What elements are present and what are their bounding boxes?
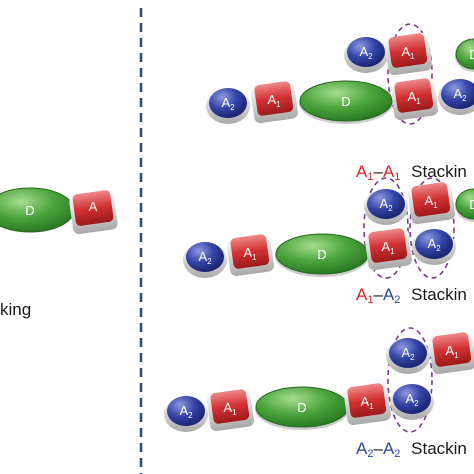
acceptor2-unit: A2 (164, 396, 208, 432)
acceptor2-unit: A2 (438, 79, 474, 115)
caption-a1a1-first: A (356, 162, 368, 181)
caption-a1a2-first: A (356, 285, 368, 304)
caption-a1a2-second-sub: 2 (394, 294, 401, 306)
caption-a1a1: A1–A1 Stackin (356, 162, 467, 183)
acceptor1-unit: A1 (390, 77, 438, 121)
caption-a1a2-first-sub: 1 (367, 294, 374, 306)
acceptor2-unit: A2 (183, 242, 227, 278)
acceptor1-unit: A1 (384, 32, 432, 76)
acceptor2-unit: A2 (206, 88, 250, 124)
stacking-ellipse-a2a2 (387, 327, 433, 433)
caption-a2a2-first-sub: 2 (367, 448, 374, 460)
donor-label: D (25, 203, 34, 218)
donor-unit: D (275, 233, 369, 277)
donor-unit: D (455, 188, 474, 222)
caption-a1a1-dash: – (373, 162, 383, 181)
donor-label: D (469, 197, 474, 212)
acceptor1-unit: A1 (343, 382, 391, 426)
caption-a2a2-dash: – (373, 439, 383, 458)
caption-a1a2-dash: – (373, 285, 383, 304)
acceptor-unit (69, 190, 118, 235)
acceptor1-unit: A1 (364, 227, 412, 271)
acceptor1-unit: A1 (206, 388, 254, 432)
caption-a1a1-second: A (382, 162, 395, 181)
stacking-ellipse-a1a2-right (409, 177, 455, 279)
acceptor2-unit: A2 (386, 338, 430, 374)
caption-a1a2-word: Stackin (411, 285, 467, 304)
caption-a2a2: A2–A2 Stackin (356, 439, 467, 460)
caption-a2a2-second-sub: 2 (394, 448, 401, 460)
acceptor2-unit: A2 (390, 384, 434, 420)
caption-a1a2-second: A (382, 285, 395, 304)
left-caption: king (0, 300, 31, 320)
caption-a2a2-second: A (382, 439, 395, 458)
donor-label: D (297, 400, 306, 415)
acceptor1-unit: A1 (428, 331, 474, 375)
caption-a2a2-first: A (356, 439, 368, 458)
caption-a1a1-second-sub: 1 (394, 171, 401, 183)
donor-label: D (341, 94, 350, 109)
caption-a1a1-word: Stackin (411, 162, 467, 181)
donor-unit: D (455, 38, 474, 72)
caption-a1a2: A1–A2 Stackin (356, 285, 467, 306)
caption-a2a2-word: Stackin (411, 439, 467, 458)
acceptor1-unit: A1 (226, 233, 274, 277)
acceptor-label: A (89, 199, 98, 214)
acceptor1-unit: A1 (250, 80, 298, 124)
donor-unit (0, 187, 75, 233)
donor-unit: D (255, 386, 349, 430)
stacking-ellipse-a1a1 (387, 23, 433, 125)
acceptor1-unit: A1 (407, 181, 455, 225)
acceptor2-unit: A2 (364, 189, 408, 225)
acceptor2-unit: A2 (412, 229, 456, 265)
stacking-ellipse-a1a2-left (363, 177, 409, 279)
donor-unit: D (299, 80, 393, 124)
donor-label: D (317, 247, 326, 262)
acceptor2-unit: A2 (344, 37, 388, 73)
caption-a1a1-first-sub: 1 (367, 171, 374, 183)
donor-label: D (469, 47, 474, 62)
left-caption-text: king (0, 300, 32, 319)
